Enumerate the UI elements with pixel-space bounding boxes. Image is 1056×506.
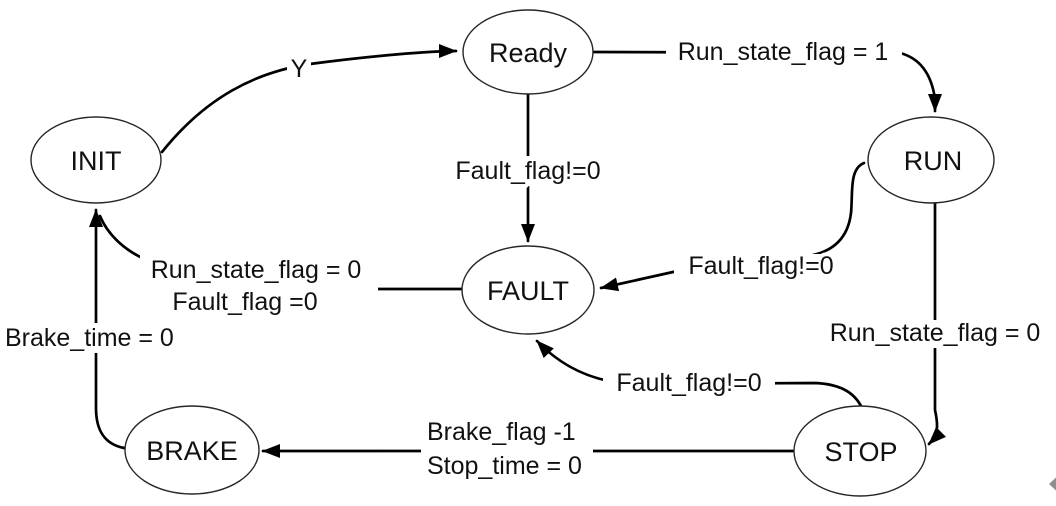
collapse-arrow-icon[interactable]: [1049, 477, 1056, 491]
transition-path-brake-to-init: [89, 208, 126, 450]
state-label-init: INIT: [71, 146, 122, 176]
state-node-brake: BRAKE: [124, 405, 260, 495]
transition-label-fault-to-init-line1: Run_state_flag = 0: [151, 256, 362, 284]
transition-label-ready-to-fault: Fault_flag!=0: [455, 157, 600, 185]
state-label-fault: FAULT: [487, 276, 569, 306]
transition-label-stop-to-brake-line1: Brake_flag -1: [427, 418, 576, 446]
state-label-run: RUN: [904, 146, 963, 176]
label-mask: [421, 419, 593, 481]
state-ellipse-stop: [793, 405, 927, 497]
label-mask: [603, 370, 775, 397]
state-ellipse-ready: [462, 9, 594, 95]
label-mask: [443, 156, 613, 186]
state-label-brake: BRAKE: [146, 436, 238, 466]
label-mask: [140, 255, 378, 317]
state-label-stop: STOP: [824, 437, 897, 467]
state-node-fault: FAULT: [461, 245, 595, 335]
state-ellipse-run: [867, 116, 995, 204]
transition-label-stop-to-fault: Fault_flag!=0: [616, 369, 761, 397]
transition-label-stop-to-brake-line2: Stop_time = 0: [427, 452, 582, 480]
state-node-ready: Ready: [462, 9, 594, 95]
transition-label-ready-to-run: Run_state_flag = 1: [678, 38, 889, 66]
state-label-ready: Ready: [489, 38, 568, 68]
transition-label-brake-to-init: Brake_time = 0: [5, 324, 174, 352]
state-node-init: INIT: [30, 116, 162, 204]
label-mask: [674, 254, 846, 280]
transition-label-run-to-stop: Run_state_flag = 0: [830, 319, 1041, 347]
transition-label-init-to-ready: Y: [291, 55, 308, 83]
state-ellipse-init: [30, 116, 162, 204]
label-mask: [0, 323, 192, 353]
label-mask: [666, 40, 902, 64]
label-mask: [287, 56, 311, 82]
transition-label-run-to-fault: Fault_flag!=0: [688, 252, 833, 280]
transition-label-fault-to-init-line2: Fault_flag =0: [172, 288, 317, 316]
label-mask: [816, 320, 1052, 348]
transition-path-run-to-stop: [927, 201, 946, 446]
state-ellipse-fault: [461, 245, 595, 335]
state-node-run: RUN: [867, 116, 995, 204]
state-ellipse-brake: [124, 405, 260, 495]
state-node-stop: STOP: [793, 405, 927, 497]
